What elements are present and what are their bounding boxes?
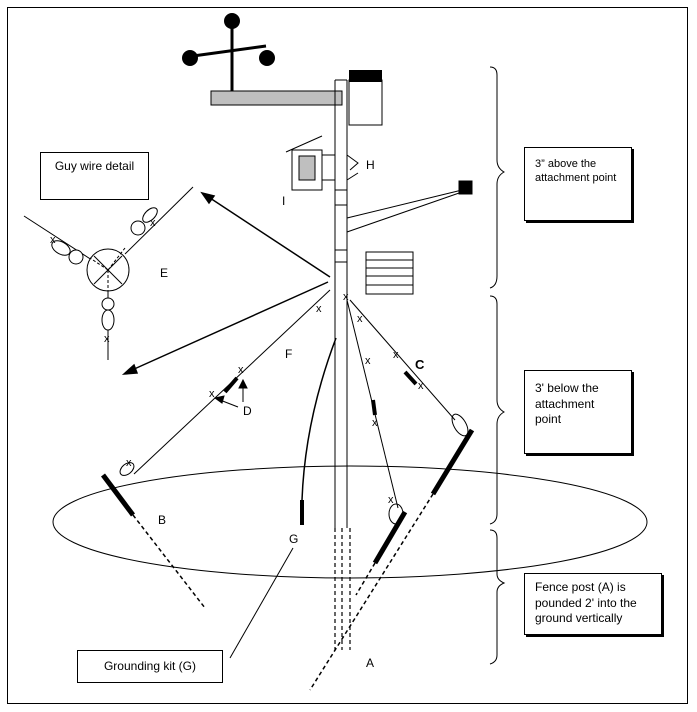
wire-marker: x bbox=[316, 303, 322, 315]
below-attachment-box: 3' below the attachment point bbox=[524, 370, 632, 454]
label-b: B bbox=[158, 513, 167, 527]
mast bbox=[334, 79, 348, 528]
grounding-kit-box: Grounding kit (G) bbox=[77, 650, 223, 683]
label-f: F bbox=[285, 347, 293, 361]
anemometer bbox=[182, 13, 275, 92]
ground-ellipse bbox=[52, 465, 648, 579]
detail-arrows bbox=[121, 191, 331, 375]
braces bbox=[489, 66, 506, 665]
above-attachment-box: 3” above the attachment point bbox=[524, 147, 632, 221]
wire-marker: x bbox=[393, 349, 399, 361]
wire-marker: x bbox=[343, 291, 349, 303]
anchors bbox=[101, 428, 475, 691]
logger-enclosure bbox=[285, 135, 359, 191]
d-arrows bbox=[213, 378, 248, 408]
grounding-wire bbox=[229, 337, 337, 659]
label-i: I bbox=[282, 194, 286, 208]
post-underground bbox=[334, 528, 351, 650]
above-attachment-text: 3” above the attachment point bbox=[535, 158, 617, 185]
diagram-frame bbox=[7, 7, 688, 704]
guy-wires bbox=[119, 289, 469, 525]
wire-marker: x bbox=[238, 364, 244, 376]
top-cap bbox=[349, 70, 382, 82]
label-e: E bbox=[160, 266, 169, 280]
wire-marker: x bbox=[388, 494, 394, 506]
fence-post-text: Fence post (A) is pounded 2' into the gr… bbox=[535, 580, 637, 626]
guy-wire-detail-box: Guy wire detail bbox=[40, 152, 149, 200]
top-box bbox=[348, 79, 383, 126]
wire-marker: x bbox=[209, 388, 215, 400]
wire-marker: x bbox=[418, 380, 424, 392]
wire-marker: x bbox=[357, 313, 363, 325]
crossarm bbox=[210, 90, 343, 106]
turnbuckles bbox=[223, 370, 418, 416]
wire-marker: x bbox=[150, 217, 156, 229]
below-attachment-text: 3' below the attachment point bbox=[535, 381, 599, 427]
wire-marker: x bbox=[365, 355, 371, 367]
grounding-kit-text: Grounding kit (G) bbox=[103, 659, 197, 673]
label-a: A bbox=[366, 656, 375, 670]
label-h: H bbox=[366, 158, 375, 172]
label-c: C bbox=[415, 357, 425, 372]
label-d: D bbox=[243, 404, 252, 418]
solar-panel bbox=[365, 251, 414, 295]
wire-marker: x bbox=[104, 333, 110, 345]
guy-wire-detail bbox=[23, 186, 194, 360]
side-sensor bbox=[346, 180, 473, 233]
fence-post-box: Fence post (A) is pounded 2' into the gr… bbox=[524, 573, 662, 635]
wire-marker: x bbox=[372, 417, 378, 429]
guy-wire-detail-text: Guy wire detail bbox=[54, 159, 135, 173]
wire-marker: x bbox=[126, 457, 132, 469]
wire-marker: x bbox=[50, 234, 56, 246]
label-g: G bbox=[289, 532, 299, 546]
